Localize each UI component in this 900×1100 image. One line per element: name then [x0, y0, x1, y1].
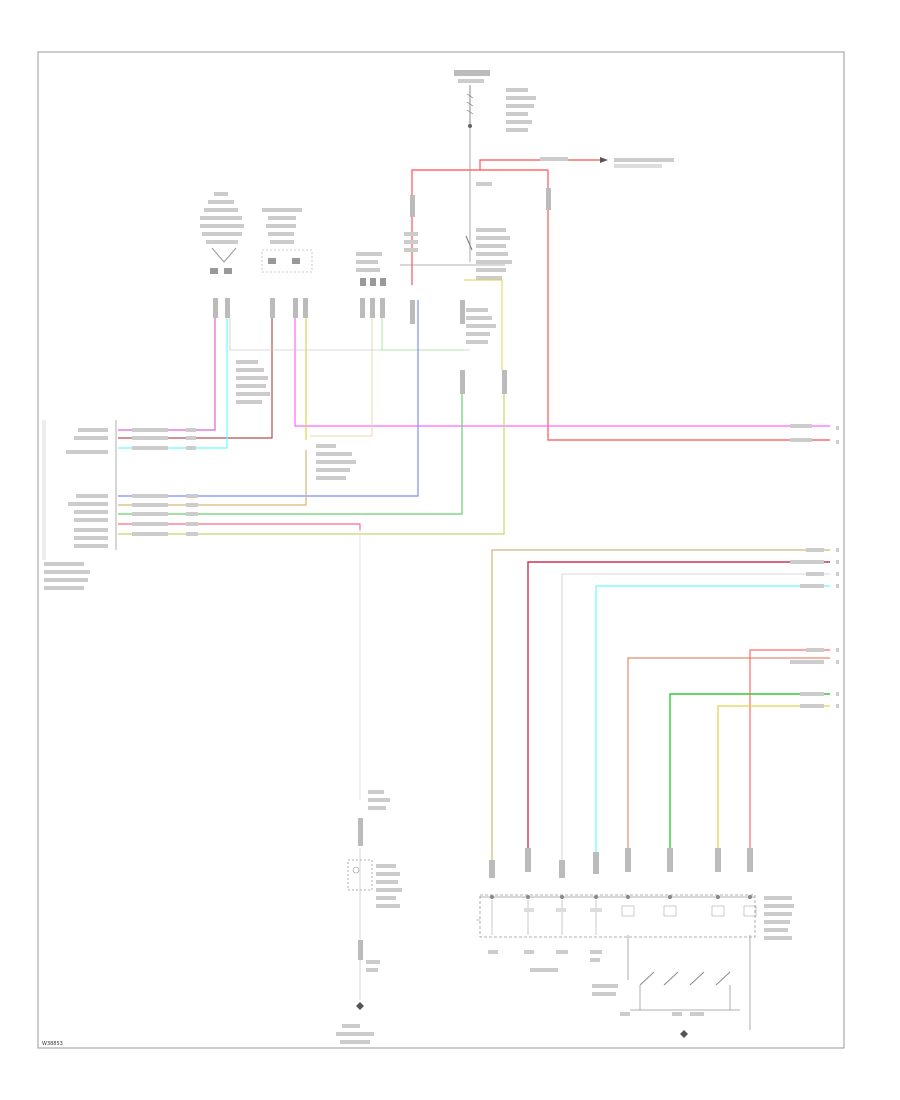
- pressure-switch-assembly: [592, 935, 751, 1038]
- wire-gray-ground: [229, 318, 470, 351]
- diagram-frame: [37, 51, 845, 1049]
- wire-red-power: [411, 128, 830, 441]
- wire-yellow-relay: [464, 279, 503, 370]
- wire-yellow-green: [118, 394, 505, 535]
- wire-blue: [118, 300, 419, 497]
- transmission-solenoid-block: [476, 894, 794, 972]
- sensor-mid-group: [261, 208, 313, 273]
- wire-tan-sensor: [310, 318, 373, 437]
- wire-brown-1: [118, 318, 273, 439]
- wire-green: [118, 394, 463, 515]
- wire-dark-red-trans: [527, 561, 830, 860]
- wire-green-trans: [669, 693, 830, 860]
- sensor-right-group: [356, 252, 386, 286]
- wire-gray-trans: [561, 573, 830, 860]
- wire-dark-red: [118, 523, 361, 530]
- wire-light-green: [381, 318, 464, 351]
- relay-block: [400, 182, 512, 280]
- wire-tan-trans: [491, 549, 830, 860]
- hot-at-all-times-source: [454, 70, 536, 132]
- wire-cyan-trans: [595, 585, 830, 860]
- wire-salmon-trans: [627, 657, 830, 860]
- pcm-connector: [42, 420, 117, 590]
- sensor-text-blocks: [236, 308, 496, 480]
- wire-magenta-long: [294, 318, 830, 427]
- wire-yellow-trans: [717, 705, 830, 860]
- right-wire-labels: [790, 426, 839, 708]
- lower-center-sensor: [336, 790, 402, 1044]
- wire-code-labels: [132, 424, 812, 536]
- wire-red-trans: [749, 649, 830, 860]
- wire-pink-1: [118, 318, 216, 431]
- transmission-wire-ticks: [489, 848, 753, 878]
- sensor-left-group: [200, 192, 244, 274]
- connector-ticks: [213, 188, 551, 394]
- diagram-id: W38853: [42, 1041, 63, 1047]
- wire-tan: [118, 450, 307, 506]
